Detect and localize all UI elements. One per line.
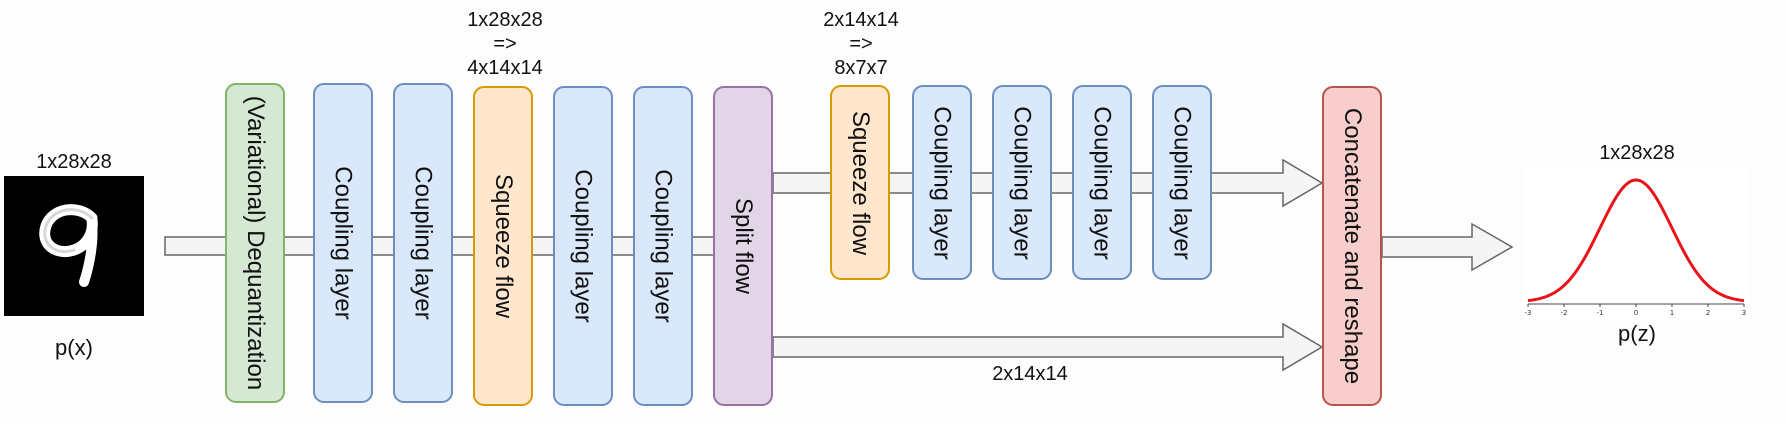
coupling-layer-label: Coupling layer bbox=[650, 169, 678, 323]
bypass-shape-label: 2x14x14 bbox=[992, 363, 1068, 385]
coupling-layer-label: Coupling layer bbox=[1169, 105, 1197, 260]
coupling-layer-2: Coupling layer bbox=[393, 83, 453, 403]
concat-reshape-block: Concatenate and reshape bbox=[1322, 86, 1382, 406]
coupling-layer-8: Coupling layer bbox=[1152, 85, 1212, 280]
gaussian-ticks: -3 -2 -1 0 1 2 3 bbox=[1525, 304, 1746, 317]
output-prob-label: p(z) bbox=[1618, 321, 1656, 346]
coupling-layer-label: Coupling layer bbox=[410, 166, 438, 320]
squeeze1-out-shape: 4x14x14 bbox=[467, 57, 543, 79]
gaussian-tick-label: -2 bbox=[1561, 309, 1568, 317]
squeeze-flow-label: Squeeze flow bbox=[847, 110, 874, 255]
gaussian-tick-label: -1 bbox=[1597, 309, 1604, 317]
gaussian-curve bbox=[1527, 178, 1745, 303]
squeeze-flow-1: Squeeze flow bbox=[473, 86, 533, 406]
coupling-layer-label: Coupling layer bbox=[929, 105, 957, 260]
squeeze2-out-shape: 8x7x7 bbox=[834, 57, 888, 79]
mnist-digit-image bbox=[4, 176, 144, 316]
squeeze1-annotation: 1x28x28 => 4x14x14 bbox=[440, 8, 570, 80]
gaussian-tick-label: 3 bbox=[1742, 309, 1746, 317]
gaussian-tick-label: 0 bbox=[1634, 309, 1638, 317]
gaussian-tick-label: 1 bbox=[1670, 309, 1674, 317]
coupling-layer-7: Coupling layer bbox=[1072, 85, 1132, 280]
squeeze-flow-2: Squeeze flow bbox=[830, 85, 890, 280]
input-prob-label: p(x) bbox=[55, 335, 93, 360]
coupling-layer-1: Coupling layer bbox=[313, 83, 373, 403]
coupling-layer-3: Coupling layer bbox=[553, 86, 613, 406]
coupling-layer-label: Coupling layer bbox=[330, 166, 358, 320]
coupling-layer-label: Coupling layer bbox=[1009, 105, 1037, 260]
coupling-layer-5: Coupling layer bbox=[912, 85, 972, 280]
gaussian-plot: -3 -2 -1 0 1 2 3 bbox=[1522, 162, 1750, 322]
coupling-layer-label: Coupling layer bbox=[570, 169, 598, 323]
dequantization-block: (Variational) Dequantization bbox=[225, 83, 285, 403]
split-flow-label: Split flow bbox=[730, 197, 758, 295]
coupling-layer-6: Coupling layer bbox=[992, 85, 1052, 280]
output-shape-label: 1x28x28 bbox=[1599, 142, 1675, 164]
squeeze1-arrow-text: => bbox=[493, 33, 517, 55]
bypass-arrow bbox=[772, 322, 1324, 372]
input-shape-label: 1x28x28 bbox=[36, 151, 112, 173]
dequantization-label: (Variational) Dequantization bbox=[242, 95, 270, 391]
squeeze2-in-shape: 2x14x14 bbox=[823, 9, 899, 31]
squeeze2-annotation: 2x14x14 => 8x7x7 bbox=[796, 8, 926, 80]
coupling-layer-label: Coupling layer bbox=[1089, 105, 1117, 260]
coupling-layer-4: Coupling layer bbox=[633, 86, 693, 406]
gaussian-tick-label: 2 bbox=[1706, 309, 1710, 317]
squeeze2-arrow-text: => bbox=[849, 33, 873, 55]
output-arrow bbox=[1381, 222, 1514, 272]
concat-reshape-label: Concatenate and reshape bbox=[1339, 107, 1366, 385]
squeeze1-in-shape: 1x28x28 bbox=[467, 9, 543, 31]
split-flow-block: Split flow bbox=[713, 86, 773, 406]
squeeze-flow-label: Squeeze flow bbox=[490, 173, 517, 319]
gaussian-tick-label: -3 bbox=[1525, 309, 1532, 317]
